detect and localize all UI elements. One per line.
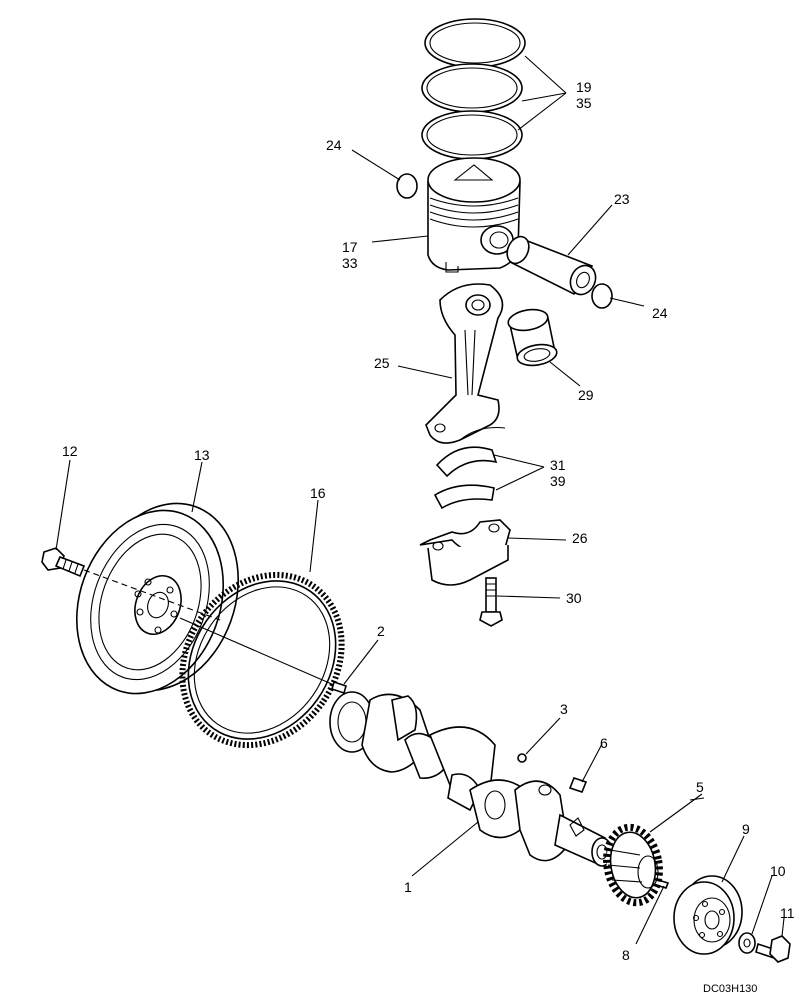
callout-2: 2	[377, 623, 385, 639]
callout-39: 39	[550, 473, 566, 489]
drawing-code: DC03H130	[703, 983, 757, 995]
snap-ring-upper	[396, 173, 418, 199]
callout-31: 31	[550, 457, 566, 473]
callout-35: 35	[576, 95, 592, 111]
callout-19: 19	[576, 79, 592, 95]
callout-3: 3	[560, 701, 568, 717]
callout-9: 9	[742, 821, 750, 837]
callout-10: 10	[770, 863, 786, 879]
callout-17: 17	[342, 239, 358, 255]
callout-1: 1	[404, 879, 412, 895]
rod-cap	[419, 519, 511, 586]
callout-24-lower: 24	[652, 305, 668, 321]
callout-12: 12	[62, 443, 78, 459]
callout-26: 26	[572, 530, 588, 546]
pulley-bolt	[755, 935, 791, 963]
crankshaft	[329, 691, 613, 867]
leader-lines	[55, 55, 785, 945]
callout-24-upper: 24	[326, 137, 342, 153]
callout-29: 29	[578, 387, 594, 403]
bolt-axis-line	[83, 569, 221, 621]
callout-33: 33	[342, 255, 358, 271]
bushing	[507, 308, 558, 367]
rod-bolt	[479, 577, 503, 627]
callout-23: 23	[614, 191, 630, 207]
callout-labels: 19 35 24 17 33 23 24 25 29 31 39 26 30 1…	[62, 79, 795, 995]
connecting-rod	[425, 283, 506, 444]
oil-plug	[517, 753, 527, 763]
bearing-shells	[433, 446, 498, 510]
flywheel-bolt	[41, 547, 86, 578]
callout-8: 8	[622, 947, 630, 963]
callout-13: 13	[194, 447, 210, 463]
ring-gear	[179, 571, 345, 749]
dowel-pin	[179, 617, 347, 695]
piston	[427, 157, 521, 273]
callout-6: 6	[600, 735, 608, 751]
piston-pin	[506, 235, 597, 296]
snap-ring-lower	[591, 283, 613, 309]
crankshaft-gear	[603, 823, 663, 907]
callout-5: 5	[696, 779, 704, 795]
callout-11: 11	[780, 905, 795, 921]
callout-16: 16	[310, 485, 326, 501]
callout-30: 30	[566, 590, 582, 606]
flywheel	[75, 502, 240, 695]
pulley	[673, 875, 743, 955]
washer	[738, 932, 756, 954]
callout-25: 25	[374, 355, 390, 371]
piston-rings	[421, 18, 526, 160]
